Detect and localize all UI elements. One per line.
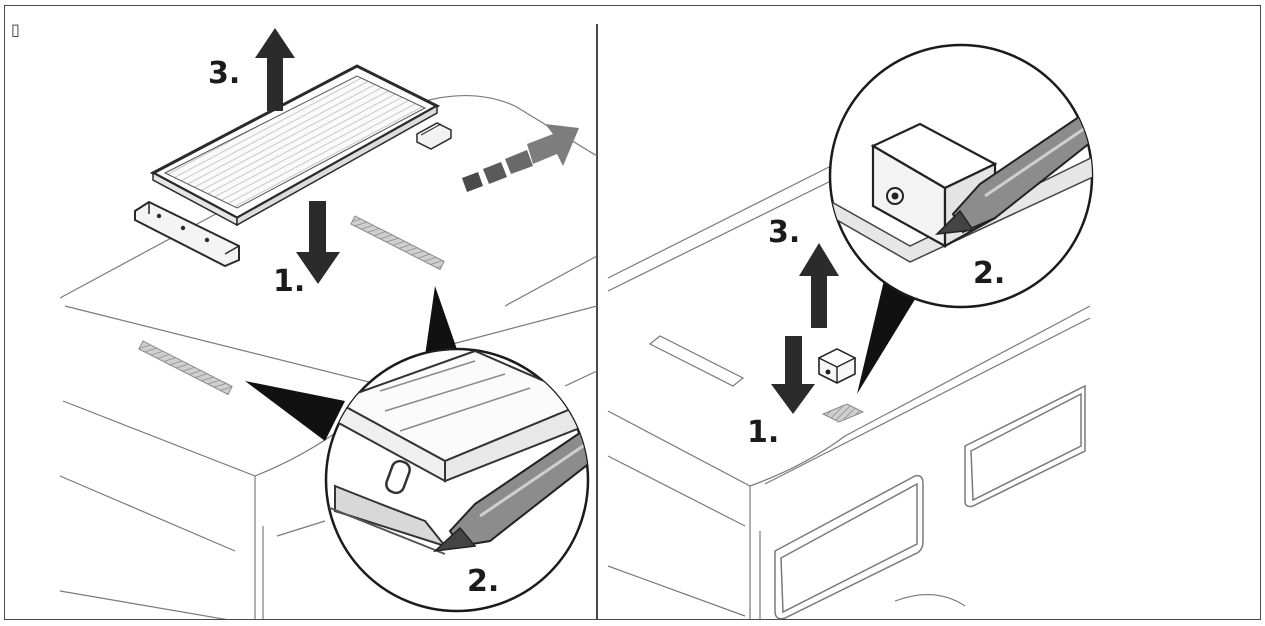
step-label-press-right: 1.	[747, 415, 779, 450]
placeholder-glyph-icon: ▯	[11, 20, 20, 39]
step-label-detail-right: 2.	[973, 256, 1005, 291]
instruction-illustration: 3. 1.	[59, 24, 1094, 619]
instruction-frame: ▯	[4, 5, 1261, 620]
lift-up-arrow	[255, 28, 295, 111]
step-label-press-left: 1.	[273, 264, 305, 299]
right-panel: 3. 1.	[607, 43, 1094, 619]
left-panel: 3. 1.	[59, 28, 597, 619]
clip-slot-front	[138, 340, 233, 396]
filter-clip-bracket	[134, 200, 240, 268]
clip-pad-right	[821, 403, 865, 423]
press-down-arrow-right	[771, 336, 815, 414]
detail-magnifier-left	[324, 347, 590, 613]
step-label-lift-right: 3.	[768, 215, 800, 250]
step-label-detail-left: 2.	[467, 564, 499, 599]
step-label-lift-left: 3.	[208, 56, 240, 91]
callout-pointer-upper	[425, 286, 460, 358]
press-down-arrow	[296, 201, 340, 284]
lift-up-arrow-right	[799, 243, 839, 328]
callout-pointer-lower	[245, 381, 345, 441]
slot-outline-right	[648, 335, 745, 387]
callout-pointer-right	[857, 276, 917, 394]
slide-direction-arrow	[462, 124, 579, 192]
clip-block-right	[817, 348, 857, 384]
detail-magnifier-right	[828, 43, 1094, 309]
appliance-front-panels	[774, 384, 1086, 619]
clip-slot-back	[350, 215, 445, 271]
appliance-body-right	[607, 163, 1091, 619]
filter-clip-right	[416, 122, 452, 150]
filter-panel	[149, 64, 441, 227]
